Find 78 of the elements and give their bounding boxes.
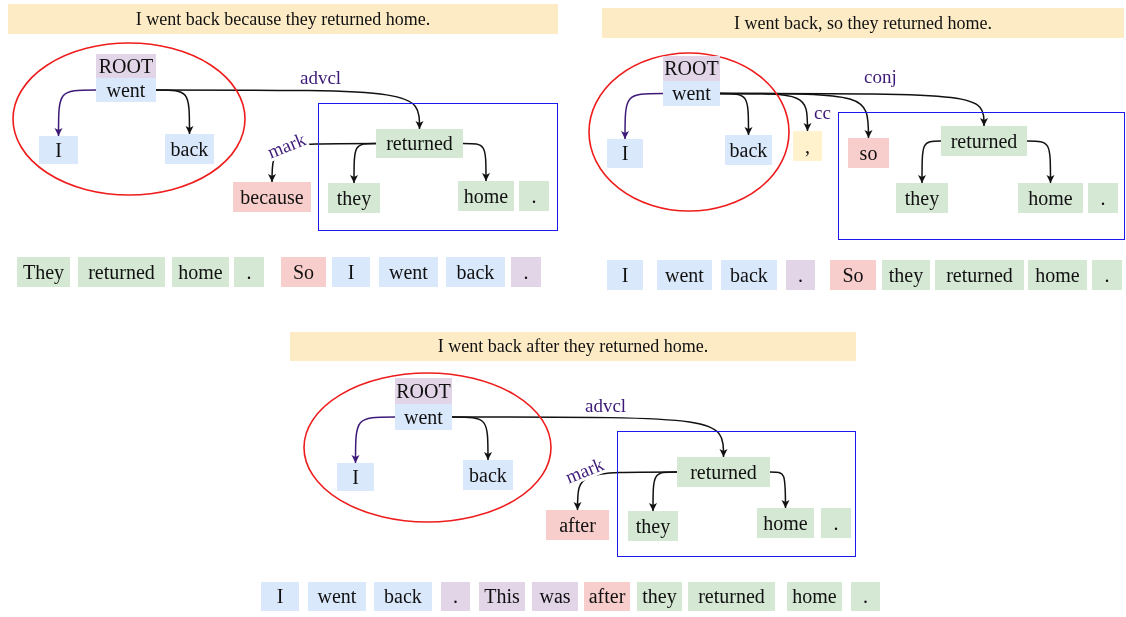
word-chip: So	[281, 257, 326, 287]
word-chip: .	[234, 257, 264, 287]
word-chip: returned	[941, 126, 1027, 156]
word-chip: home	[458, 181, 514, 211]
word-chip: home	[172, 257, 229, 287]
word-chip: They	[17, 257, 70, 287]
clause-frame	[617, 431, 856, 557]
word-chip: .	[786, 260, 815, 290]
sentence-banner: I went back after they returned home.	[290, 332, 856, 361]
dependency-arrow	[462, 142, 490, 182]
word-chip: I	[332, 257, 370, 287]
root-tag: ROOT	[395, 378, 452, 404]
dependency-arrow	[155, 89, 424, 130]
word-chip: ,	[793, 131, 822, 161]
word-chip: I	[607, 260, 643, 290]
word-chip: returned	[376, 129, 463, 158]
word-chip: after	[546, 510, 609, 540]
word-chip: This	[479, 582, 525, 611]
word-chip: returned	[78, 257, 165, 287]
edge-label: advcl	[298, 68, 344, 87]
root-tag: ROOT	[663, 56, 720, 81]
word-chip: I	[337, 463, 374, 491]
clause-frame	[838, 112, 1125, 240]
word-chip: .	[511, 257, 541, 287]
word-chip: because	[233, 182, 311, 212]
word-chip: home	[1028, 260, 1087, 290]
dependency-arrow	[719, 92, 988, 127]
word-chip: back	[725, 135, 772, 165]
word-chip: they	[328, 183, 380, 213]
word-chip: home	[757, 508, 814, 538]
root-tag: ROOT	[96, 54, 156, 78]
word-chip: back	[374, 582, 432, 611]
word-chip: home	[1018, 183, 1083, 213]
word-chip: went	[395, 404, 452, 430]
word-chip: after	[584, 582, 630, 611]
word-chip: they	[882, 260, 930, 290]
word-chip: I	[261, 582, 299, 611]
word-chip: returned	[677, 457, 770, 487]
dependency-arrow	[351, 416, 396, 464]
word-chip: so	[848, 138, 889, 168]
edge-label: advcl	[583, 396, 629, 415]
word-chip: back	[446, 257, 505, 287]
word-chip: went	[96, 78, 156, 102]
word-chip: .	[519, 181, 549, 211]
word-chip: back	[165, 134, 214, 164]
word-chip: .	[1088, 183, 1118, 213]
word-chip: .	[441, 582, 470, 611]
word-chip: returned	[688, 582, 775, 611]
word-chip: .	[1092, 260, 1122, 290]
dependency-arrow	[54, 89, 97, 137]
clause-frame	[318, 103, 558, 231]
dependency-arrow	[451, 416, 728, 458]
word-chip: I	[607, 139, 643, 168]
word-chip: back	[463, 460, 513, 490]
word-chip: back	[721, 260, 777, 290]
dependency-arrow	[769, 471, 790, 509]
word-chip: .	[851, 582, 880, 611]
dependency-arrow	[649, 471, 678, 512]
word-chip: I	[39, 136, 78, 164]
sentence-banner: I went back because they returned home.	[8, 4, 558, 34]
word-chip: .	[821, 508, 851, 538]
word-chip: they	[896, 183, 948, 213]
word-chip: So	[830, 260, 876, 290]
sentence-banner: I went back, so they returned home.	[602, 8, 1124, 38]
dependency-arrow	[1026, 140, 1055, 184]
word-chip: they	[628, 511, 678, 541]
dependency-arrow	[621, 92, 664, 140]
word-chip: home	[787, 582, 842, 611]
word-chip: went	[657, 260, 712, 290]
edge-label: conj	[862, 67, 899, 86]
word-chip: went	[663, 81, 720, 106]
dependency-arrow	[350, 142, 377, 184]
word-chip: was	[532, 582, 578, 611]
word-chip: returned	[935, 260, 1024, 290]
word-chip: went	[308, 582, 366, 611]
word-chip: went	[379, 257, 438, 287]
word-chip: they	[637, 582, 682, 611]
dependency-arrow	[918, 140, 942, 184]
